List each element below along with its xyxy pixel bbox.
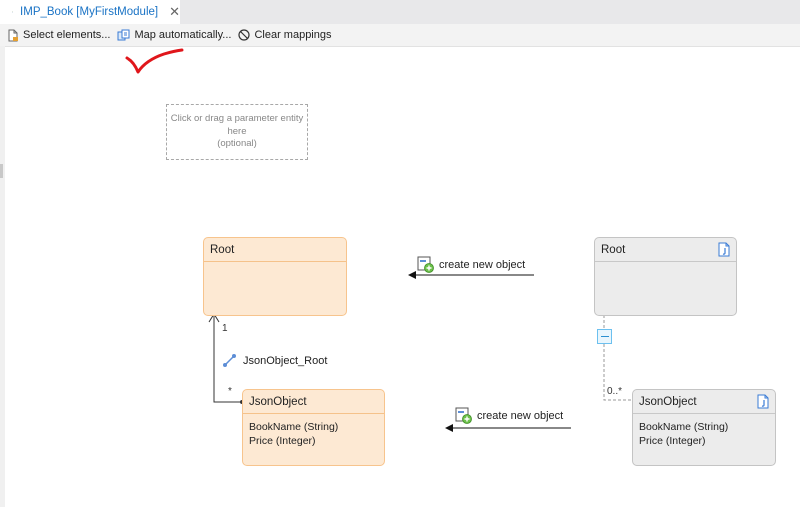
entity-attributes: BookName (String) Price (Integer) (243, 414, 384, 448)
select-elements-label: Select elements... (23, 29, 111, 41)
element-name: Root (595, 238, 736, 262)
multiplicity-zero-many: 0..* (607, 386, 623, 397)
collapse-toggle[interactable] (597, 329, 612, 344)
map-automatically-label: Map automatically... (134, 29, 232, 41)
clear-mappings-button[interactable]: Clear mappings (238, 29, 332, 41)
select-elements-button[interactable]: Select elements... (7, 29, 110, 42)
parameter-drop-zone[interactable]: Click or drag a parameter entity here (o… (166, 104, 308, 160)
source-element-jsonobject[interactable]: JsonObject BookName (String) Price (Inte… (632, 389, 776, 466)
red-checkmark-annotation (125, 48, 184, 74)
source-element-root[interactable]: Root (594, 237, 737, 316)
tab-title: IMP_Book [MyFirstModule] (20, 6, 159, 18)
import-mapping-icon (12, 11, 13, 13)
attribute-bookname: BookName (String) (639, 421, 729, 433)
clear-mappings-icon (238, 29, 251, 41)
target-entity-jsonobject[interactable]: JsonObject BookName (String) Price (Inte… (242, 389, 385, 466)
close-icon[interactable]: ✕ (169, 4, 180, 19)
toolbar: Select elements... Map automatically... … (0, 24, 800, 47)
create-object-icon (455, 407, 472, 424)
json-document-icon (757, 394, 769, 409)
create-object-icon (417, 256, 434, 273)
attribute-price: Price (Integer) (249, 435, 316, 447)
association-label[interactable]: JsonObject_Root (222, 353, 327, 368)
select-elements-icon (8, 29, 18, 41)
map-automatically-button[interactable]: Map automatically... (117, 29, 231, 42)
json-document-icon (718, 242, 730, 257)
multiplicity-one: 1 (222, 323, 228, 334)
clear-mappings-label: Clear mappings (254, 29, 332, 41)
association-icon (223, 354, 236, 367)
entity-name: JsonObject (243, 390, 384, 414)
create-object-action-root[interactable]: create new object (417, 256, 525, 274)
multiplicity-many: * (228, 386, 232, 397)
create-object-action-jsonobject[interactable]: create new object (455, 407, 563, 425)
attribute-price: Price (Integer) (639, 435, 706, 447)
element-attributes: BookName (String) Price (Integer) (633, 414, 775, 448)
element-name: JsonObject (633, 390, 775, 414)
entity-name: Root (204, 238, 346, 262)
left-gutter (0, 46, 5, 507)
attribute-bookname: BookName (String) (249, 421, 339, 433)
tab-imp-book[interactable]: IMP_Book [MyFirstModule] ✕ (0, 0, 180, 24)
map-automatically-icon (117, 29, 130, 40)
target-entity-root[interactable]: Root (203, 237, 347, 316)
editor-tab-bar: IMP_Book [MyFirstModule] ✕ (0, 0, 800, 25)
